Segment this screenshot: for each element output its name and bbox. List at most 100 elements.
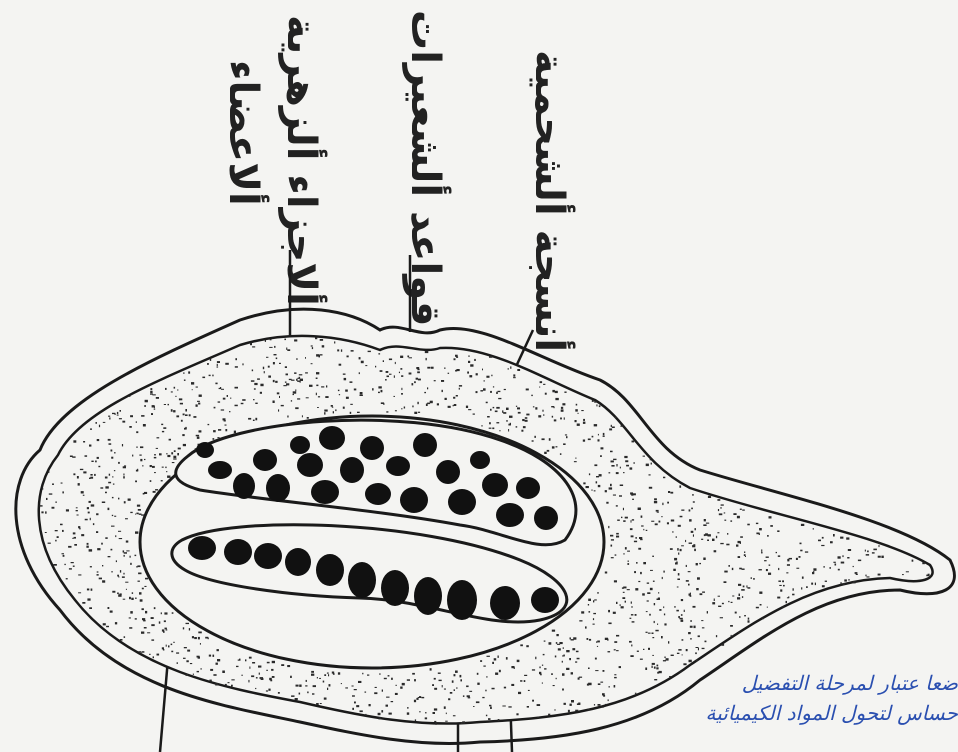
speckle xyxy=(476,373,478,375)
speckle xyxy=(616,464,617,467)
speckle xyxy=(578,678,580,680)
speckle xyxy=(434,678,436,680)
speckle xyxy=(631,520,632,522)
speckle xyxy=(251,380,255,382)
speckle xyxy=(731,602,733,603)
speckle xyxy=(389,374,392,375)
speckle xyxy=(635,693,637,694)
speckle xyxy=(616,650,619,651)
speckle xyxy=(639,537,642,539)
speckle xyxy=(745,556,746,557)
speckle xyxy=(101,543,103,545)
speckle xyxy=(609,472,611,473)
speckle xyxy=(196,404,198,406)
speckle xyxy=(281,405,284,406)
speckle xyxy=(124,555,125,557)
speckle xyxy=(830,541,833,543)
speckle xyxy=(740,536,743,538)
speckle xyxy=(467,372,469,374)
speckle xyxy=(434,708,437,710)
speckle xyxy=(872,552,875,553)
speckle xyxy=(317,677,318,678)
speckle xyxy=(259,673,260,675)
speckle xyxy=(218,429,221,431)
speckle xyxy=(327,688,328,690)
speckle xyxy=(166,453,167,454)
speckle xyxy=(431,367,434,369)
speckle xyxy=(663,477,665,479)
speckle xyxy=(163,427,166,429)
speckle xyxy=(739,616,740,618)
speckle xyxy=(316,393,317,396)
speckle xyxy=(522,419,524,421)
speckle xyxy=(780,589,782,591)
speckle xyxy=(77,476,79,479)
speckle xyxy=(848,579,850,580)
speckle xyxy=(441,380,444,382)
speckle xyxy=(700,593,703,595)
speckle xyxy=(599,474,602,476)
speckle xyxy=(183,658,186,659)
speckle xyxy=(122,576,125,578)
speckle xyxy=(90,477,93,479)
speckle xyxy=(637,651,639,652)
speckle xyxy=(579,677,582,678)
speckle xyxy=(724,520,726,521)
speckle xyxy=(588,683,592,686)
speckle xyxy=(154,472,156,473)
speckle xyxy=(666,658,669,660)
speckle xyxy=(627,563,629,565)
speckle xyxy=(213,430,216,432)
speckle xyxy=(829,567,831,569)
speckle xyxy=(483,666,485,667)
speckle xyxy=(123,474,124,476)
speckle xyxy=(388,675,390,676)
speckle xyxy=(560,453,562,455)
speckle xyxy=(332,672,334,674)
lower-dot xyxy=(188,536,216,560)
speckle xyxy=(469,375,472,377)
speckle xyxy=(117,415,119,416)
speckle xyxy=(122,421,125,423)
speckle xyxy=(55,540,56,542)
speckle xyxy=(502,410,503,412)
speckle xyxy=(166,471,167,472)
speckle xyxy=(109,443,112,445)
speckle xyxy=(141,632,144,634)
speckle xyxy=(361,361,364,364)
speckle xyxy=(375,687,377,688)
speckle xyxy=(653,581,655,582)
speckle xyxy=(161,612,162,614)
speckle xyxy=(561,409,564,411)
upper-dot xyxy=(311,480,339,504)
speckle xyxy=(499,670,501,672)
speckle xyxy=(867,576,870,577)
speckle xyxy=(559,642,562,644)
speckle xyxy=(606,502,608,504)
speckle xyxy=(78,483,80,486)
speckle xyxy=(549,642,552,645)
speckle xyxy=(456,395,458,397)
speckle xyxy=(95,461,97,463)
lower-dot xyxy=(316,554,344,586)
speckle xyxy=(135,514,136,515)
upper-dot xyxy=(365,483,391,505)
speckle xyxy=(354,689,357,690)
speckle xyxy=(632,621,635,622)
speckle xyxy=(856,574,858,575)
speckle xyxy=(735,612,737,614)
speckle xyxy=(657,624,658,625)
speckle xyxy=(297,398,300,399)
speckle xyxy=(268,689,270,691)
speckle xyxy=(154,406,155,408)
speckle xyxy=(594,490,596,491)
speckle xyxy=(630,467,633,469)
speckle xyxy=(136,470,138,472)
speckle xyxy=(352,686,354,687)
speckle xyxy=(838,569,840,571)
speckle xyxy=(417,371,420,373)
speckle xyxy=(286,383,289,385)
speckle xyxy=(488,718,491,720)
speckle xyxy=(135,618,137,619)
speckle xyxy=(648,648,650,650)
